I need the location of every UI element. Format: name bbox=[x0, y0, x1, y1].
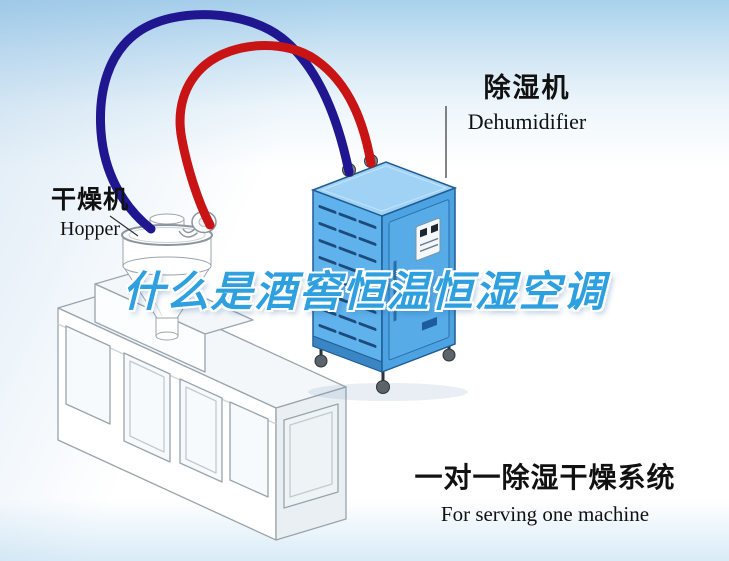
cabinet-top-face bbox=[310, 161, 458, 217]
dehumidifier-label-en: Dehumidifier bbox=[467, 109, 587, 134]
dehumidifier-label-cn: 除湿机 bbox=[483, 73, 571, 103]
vent-slats bbox=[318, 205, 377, 348]
caster-wheels bbox=[314, 338, 456, 394]
machine-panel bbox=[229, 401, 269, 498]
brand-badge bbox=[422, 316, 437, 331]
machine-end-panel-inner bbox=[289, 411, 333, 498]
system-caption-en: For serving one machine bbox=[440, 502, 650, 526]
dehumidifier-unit bbox=[308, 154, 468, 401]
dehumidifier-label: 除湿机 Dehumidifier bbox=[448, 66, 606, 135]
machine-panel bbox=[179, 378, 223, 483]
cabinet-side-face bbox=[381, 186, 456, 374]
red-hose bbox=[175, 41, 376, 230]
hopper-label-en: Hopper bbox=[60, 218, 120, 240]
system-caption-cn: 一对一除湿干燥系统 bbox=[414, 462, 676, 493]
machine-panel-inner bbox=[185, 386, 217, 474]
extruder-machine bbox=[57, 269, 347, 541]
control-button bbox=[431, 223, 438, 234]
blower-elbow-inner bbox=[179, 229, 197, 237]
machine-panel-inner bbox=[129, 360, 165, 453]
control-slot bbox=[420, 243, 438, 253]
machine-door bbox=[65, 325, 111, 425]
cabinet-shadow bbox=[308, 383, 468, 401]
machine-panel bbox=[123, 352, 171, 463]
hopper-label-cn: 干燥机 bbox=[50, 186, 129, 214]
system-caption: 一对一除湿干燥系统 For serving one machine bbox=[398, 456, 692, 527]
navy-hose bbox=[96, 10, 354, 234]
hopper-cone-shade bbox=[137, 267, 163, 317]
hopper-neck-bottom bbox=[155, 331, 179, 341]
hopper-rim-inner bbox=[128, 227, 206, 243]
hopper-body-bottom bbox=[122, 256, 212, 276]
hopper-cap-top bbox=[149, 213, 185, 225]
hopper-label: 干燥机 Hopper bbox=[42, 180, 138, 241]
hopper-unit bbox=[121, 210, 217, 341]
hopper-pointer-line bbox=[109, 215, 139, 237]
cabinet-front-face bbox=[312, 188, 383, 373]
control-button bbox=[420, 227, 427, 238]
machine-end-panel bbox=[283, 403, 339, 509]
hopper-rim bbox=[121, 224, 213, 246]
control-slot bbox=[420, 237, 438, 247]
cabinet-top-rim bbox=[320, 165, 448, 212]
